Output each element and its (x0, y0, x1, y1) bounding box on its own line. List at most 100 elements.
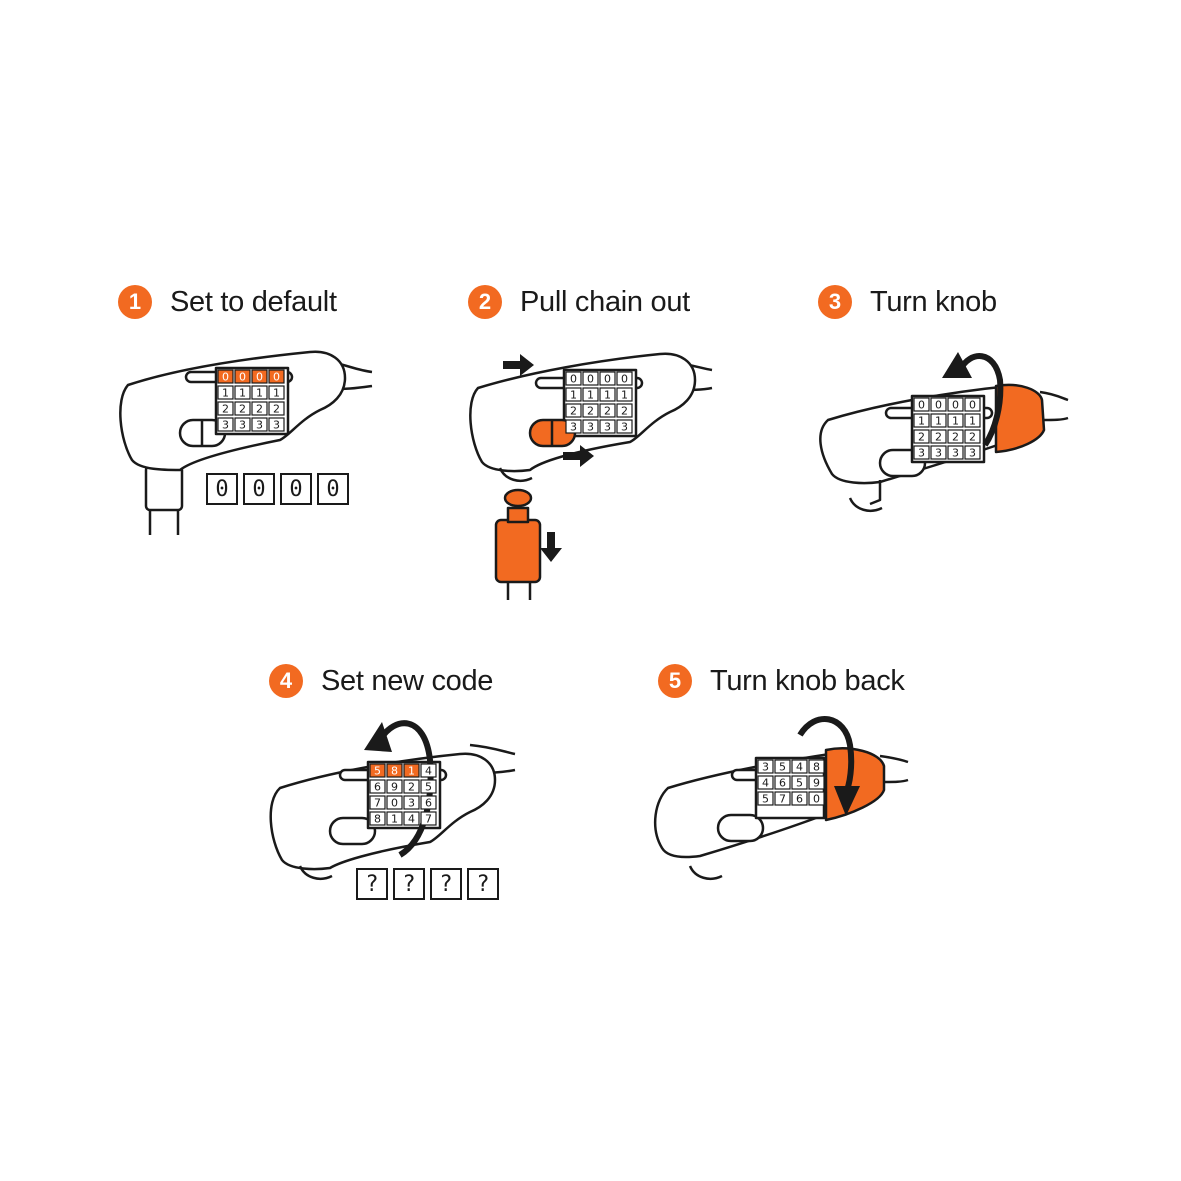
digit-label: 3 (621, 421, 628, 434)
digit-label: 4 (762, 777, 769, 790)
digit-label: 1 (918, 415, 925, 428)
step-3-heading: 3 Turn knob (818, 285, 997, 319)
digit-label: 1 (408, 765, 415, 778)
digit-label: 0 (391, 797, 398, 810)
digit-cell (234, 401, 251, 416)
digit-cell (913, 413, 930, 428)
digit-cell (420, 763, 437, 778)
digit-cell (251, 401, 268, 416)
digit-label: 0 (952, 399, 959, 412)
digit-label: 1 (604, 389, 611, 402)
digit-cell (386, 763, 403, 778)
digit-cell (791, 759, 808, 774)
digit-label: 3 (273, 419, 280, 432)
code-digit: ? (467, 868, 499, 900)
digit-label: 8 (813, 761, 820, 774)
digit-label: 7 (374, 797, 381, 810)
code-digit: 0 (317, 473, 349, 505)
digit-label: 2 (239, 403, 246, 416)
digit-cell (403, 763, 420, 778)
digit-label: 0 (621, 373, 628, 386)
digit-label: 0 (587, 373, 594, 386)
digit-cell (757, 775, 774, 790)
digit-cell (403, 795, 420, 810)
digit-cell (565, 371, 582, 386)
digit-label: 2 (918, 431, 925, 444)
digit-label: 0 (604, 373, 611, 386)
new-code-display: ? ? ? ? (356, 868, 499, 900)
digit-cell (947, 413, 964, 428)
digit-cell (599, 387, 616, 402)
digit-cell (757, 759, 774, 774)
digit-label: 5 (796, 777, 803, 790)
digit-cell (565, 419, 582, 434)
digit-cell (582, 387, 599, 402)
step-number-badge: 2 (468, 285, 502, 319)
digit-cell (217, 385, 234, 400)
digit-label: 1 (256, 387, 263, 400)
digit-cell (964, 397, 981, 412)
digit-label: 2 (222, 403, 229, 416)
rotate-arrow-icon (364, 720, 434, 858)
digit-cell (808, 791, 825, 806)
digit-label: 1 (273, 387, 280, 400)
step-number-badge: 4 (269, 664, 303, 698)
digit-label: 2 (621, 405, 628, 418)
digit-label: 2 (587, 405, 594, 418)
digit-cell (616, 403, 633, 418)
step-title: Pull chain out (520, 285, 690, 318)
arrow-icon (503, 354, 594, 562)
digit-label: 2 (604, 405, 611, 418)
digit-cell (964, 413, 981, 428)
digit-label: 3 (952, 447, 959, 460)
digit-cell (268, 417, 285, 432)
digit-cell (930, 397, 947, 412)
digit-cell (791, 791, 808, 806)
code-digit: ? (356, 868, 388, 900)
digit-label: 0 (813, 793, 820, 806)
digit-label: 1 (570, 389, 577, 402)
digit-cell (947, 397, 964, 412)
step-number-badge: 5 (658, 664, 692, 698)
digit-cell (268, 401, 285, 416)
digit-label: 3 (570, 421, 577, 434)
digit-cell (808, 759, 825, 774)
digit-cell (420, 811, 437, 826)
digit-label: 1 (239, 387, 246, 400)
digit-cell (369, 795, 386, 810)
digit-label: 4 (408, 813, 415, 826)
code-digit: 0 (206, 473, 238, 505)
digit-label: 9 (813, 777, 820, 790)
digit-cell (420, 779, 437, 794)
step-5-heading: 5 Turn knob back (658, 664, 905, 698)
digit-cell (565, 403, 582, 418)
digit-label: 0 (273, 371, 280, 384)
digit-cell (369, 811, 386, 826)
digit-cell (369, 779, 386, 794)
digit-cell (234, 385, 251, 400)
digit-cell (234, 417, 251, 432)
digit-label: 5 (762, 793, 769, 806)
digit-cell (268, 385, 285, 400)
digit-label: 3 (918, 447, 925, 460)
digit-cell (616, 387, 633, 402)
digit-label: 1 (969, 415, 976, 428)
code-digit: ? (393, 868, 425, 900)
digit-label: 5 (779, 761, 786, 774)
rotate-arrow-icon (797, 716, 860, 816)
digit-label: 3 (587, 421, 594, 434)
digit-cell (964, 429, 981, 444)
digit-label: 2 (273, 403, 280, 416)
digit-cell (582, 371, 599, 386)
digit-label: 2 (969, 431, 976, 444)
digit-cell (251, 417, 268, 432)
step-number-badge: 3 (818, 285, 852, 319)
digit-label: 3 (762, 761, 769, 774)
digit-cell (565, 387, 582, 402)
digit-cell (599, 371, 616, 386)
digit-label: 8 (391, 765, 398, 778)
digit-label: 9 (391, 781, 398, 794)
digit-label: 0 (935, 399, 942, 412)
digit-label: 3 (604, 421, 611, 434)
digit-cell (616, 419, 633, 434)
